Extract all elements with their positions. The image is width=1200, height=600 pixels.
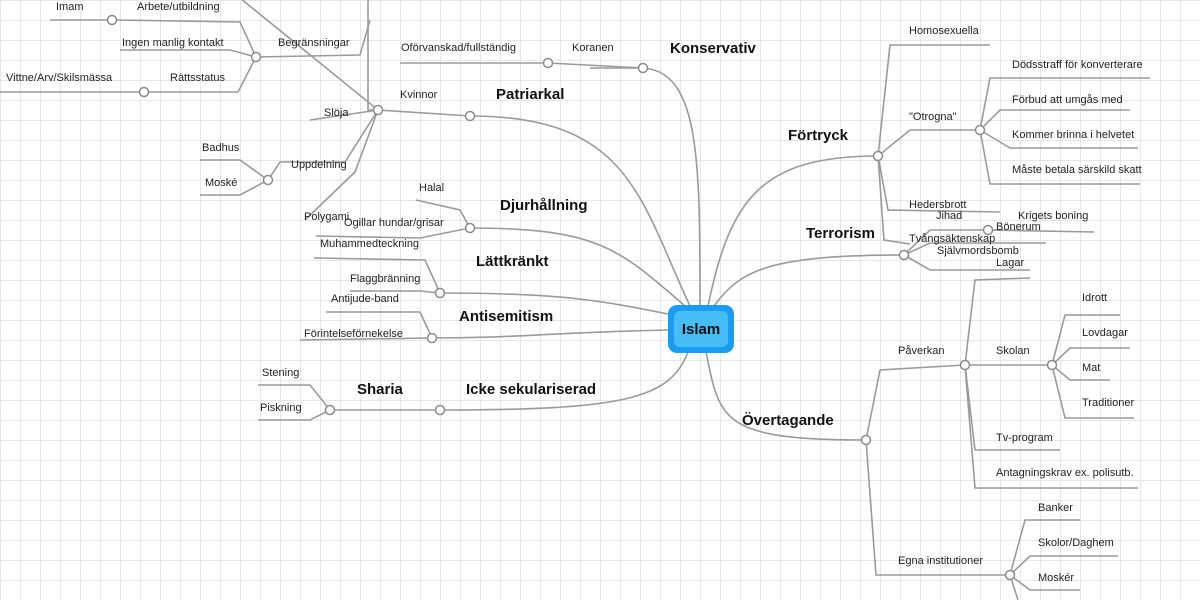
label-badhus[interactable]: Badhus: [202, 142, 240, 154]
root-node[interactable]: Islam: [668, 305, 734, 353]
label-krigets-boning[interactable]: Krigets boning: [1018, 210, 1088, 222]
label-flagg[interactable]: Flaggbränning: [350, 273, 420, 285]
topic-antisemitism[interactable]: Antisemitism: [459, 308, 553, 325]
label-kvinnor[interactable]: Kvinnor: [400, 89, 438, 101]
label-antijude[interactable]: Antijude-band: [331, 293, 399, 305]
topic-djurhallning[interactable]: Djurhållning: [500, 197, 588, 214]
label-bonerum[interactable]: Bönerum: [996, 221, 1041, 233]
label-skolor[interactable]: Skolor/Daghem: [1038, 537, 1114, 549]
label-egna-institutioner[interactable]: Egna institutioner: [898, 555, 983, 567]
label-skolan[interactable]: Skolan: [996, 345, 1030, 357]
label-hedersbrott[interactable]: Hedersbrott: [909, 199, 966, 211]
label-tv-program[interactable]: Tv-program: [996, 432, 1053, 444]
label-uppdelning[interactable]: Uppdelning: [291, 159, 347, 171]
label-begransningar[interactable]: Begränsningar: [278, 37, 350, 49]
label-polygami[interactable]: Polygami: [304, 211, 349, 223]
label-tvangsaktenskap[interactable]: Tvångsäktenskap: [909, 233, 995, 245]
branch-nodes: [106, 14, 1058, 581]
topic-lattkrankt[interactable]: Lättkränkt: [476, 253, 549, 270]
label-homosexuella[interactable]: Homosexuella: [909, 25, 980, 37]
label-muhammed[interactable]: Muhammedteckning: [320, 238, 419, 250]
label-jihad[interactable]: Jihad: [936, 210, 962, 222]
topic-sharia[interactable]: Sharia: [357, 381, 404, 398]
topic-patriarkal[interactable]: Patriarkal: [496, 86, 564, 103]
label-ingen-manlig[interactable]: Ingen manlig kontakt: [122, 37, 224, 49]
label-oforvanskad[interactable]: Oförvanskad/fullständig: [401, 42, 516, 54]
label-ogillar[interactable]: Ogillar hundar/grisar: [344, 217, 444, 229]
label-maste[interactable]: Måste betala särskild skatt: [1012, 164, 1142, 176]
label-idrott[interactable]: Idrott: [1082, 292, 1107, 304]
label-sjalvmordsbomb[interactable]: Självmordsbomb: [937, 245, 1019, 257]
label-forintelse[interactable]: Förintelseförnekelse: [304, 328, 403, 340]
label-lagar[interactable]: Lagar: [996, 257, 1024, 269]
label-forbud[interactable]: Förbud att umgås med: [1012, 94, 1123, 106]
topic-fortryck[interactable]: Förtryck: [788, 127, 849, 144]
root-label: Islam: [674, 311, 728, 347]
topic-icke-sekulariserad[interactable]: Icke sekulariserad: [466, 381, 596, 398]
label-imam[interactable]: Imam: [56, 1, 84, 13]
label-halal[interactable]: Halal: [419, 182, 444, 194]
label-mosker[interactable]: Moskér: [1038, 572, 1074, 584]
label-sloja[interactable]: Slöja: [324, 107, 349, 119]
topic-terrorism[interactable]: Terrorism: [806, 225, 875, 242]
label-banker[interactable]: Banker: [1038, 502, 1073, 514]
label-moske[interactable]: Moské: [205, 177, 237, 189]
label-dodsstraff[interactable]: Dödsstraff för konverterare: [1012, 59, 1143, 71]
label-koranen[interactable]: Koranen: [572, 42, 614, 54]
label-kommer[interactable]: Kommer brinna i helvetet: [1012, 129, 1134, 141]
label-arbete[interactable]: Arbete/utbildning: [137, 1, 220, 13]
label-traditioner[interactable]: Traditioner: [1082, 397, 1135, 409]
label-paverkan[interactable]: Påverkan: [898, 345, 944, 357]
label-piskning[interactable]: Piskning: [260, 402, 302, 414]
label-lovdagar[interactable]: Lovdagar: [1082, 327, 1128, 339]
label-antagning[interactable]: Antagningskrav ex. polisutb.: [996, 467, 1134, 479]
label-rattsstatus[interactable]: Rättsstatus: [170, 72, 226, 84]
label-vittne[interactable]: Vittne/Arv/Skilsmässa: [6, 72, 113, 84]
connectors: [0, 0, 1150, 600]
topic-overtagande[interactable]: Övertagande: [742, 412, 834, 429]
topic-konservativ[interactable]: Konservativ: [670, 40, 757, 57]
label-mat[interactable]: Mat: [1082, 362, 1100, 374]
label-otrogna[interactable]: "Otrogna": [909, 111, 957, 123]
label-stening[interactable]: Stening: [262, 367, 299, 379]
